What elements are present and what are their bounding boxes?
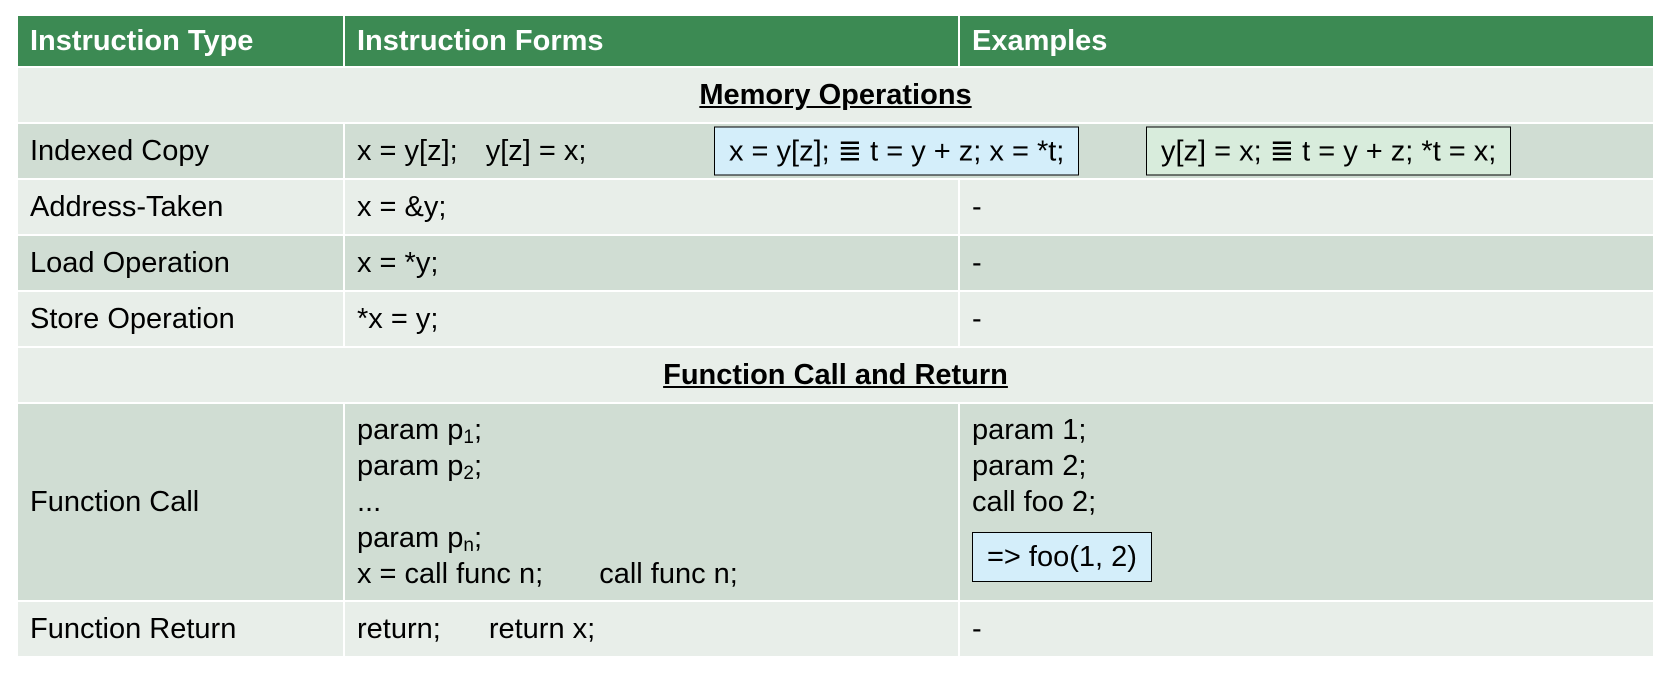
form-return-x: return x; bbox=[488, 612, 596, 645]
section-row-function: Function Call and Return bbox=[16, 346, 1653, 404]
example-function-return: - bbox=[958, 600, 1653, 658]
call-result-box: => foo(1, 2) bbox=[972, 532, 1152, 582]
example-store: - bbox=[958, 290, 1653, 348]
form-indexed-store: y[z] = x; bbox=[485, 134, 587, 167]
form-param-n: param pn; bbox=[357, 522, 483, 556]
form-return: return; bbox=[357, 612, 441, 645]
header-instruction-type: Instruction Type bbox=[16, 14, 345, 68]
form-ellipsis: ... bbox=[357, 486, 382, 518]
indexed-store-equivalence-box: y[z] = x; ≣ t = y + z; *t = x; bbox=[1146, 126, 1512, 176]
instruction-table: Instruction Type Instruction Forms Examp… bbox=[16, 14, 1653, 658]
form-address-taken: x = &y; bbox=[343, 178, 960, 236]
table-row-function-return: Function Return return; return x; - bbox=[16, 600, 1653, 658]
type-address-taken: Address-Taken bbox=[16, 178, 345, 236]
form-call-assign: x = call func n; bbox=[357, 558, 544, 590]
type-store: Store Operation bbox=[16, 290, 345, 348]
example-param-1: param 1; bbox=[972, 414, 1087, 446]
type-function-return: Function Return bbox=[16, 600, 345, 658]
examples-function-call: param 1; param 2; call foo 2; => foo(1, … bbox=[958, 402, 1653, 602]
example-call: call foo 2; bbox=[972, 486, 1097, 518]
forms-function-return: return; return x; bbox=[343, 600, 960, 658]
forms-indexed-copy: x = y[z]; y[z] = x; x = y[z]; ≣ t = y + z… bbox=[343, 122, 1653, 180]
section-heading-function: Function Call and Return bbox=[16, 346, 1653, 404]
form-store: *x = y; bbox=[343, 290, 960, 348]
section-heading-memory: Memory Operations bbox=[16, 66, 1653, 124]
header-row: Instruction Type Instruction Forms Examp… bbox=[16, 14, 1653, 68]
table-row-function-call: Function Call param p1; param p2; ... pa… bbox=[16, 402, 1653, 602]
form-call-lines: x = call func n; call func n; bbox=[357, 556, 958, 592]
type-load: Load Operation bbox=[16, 234, 345, 292]
example-load: - bbox=[958, 234, 1653, 292]
table-row-address-taken: Address-Taken x = &y; - bbox=[16, 178, 1653, 236]
form-param-2: param p2; bbox=[357, 450, 483, 484]
type-function-call: Function Call bbox=[16, 402, 345, 602]
example-param-2: param 2; bbox=[972, 450, 1087, 482]
header-examples: Examples bbox=[958, 14, 1653, 68]
form-indexed-load: x = y[z]; bbox=[357, 134, 458, 167]
form-call: call func n; bbox=[599, 558, 738, 590]
section-row-memory: Memory Operations bbox=[16, 66, 1653, 124]
table-row-store: Store Operation *x = y; - bbox=[16, 290, 1653, 348]
form-param-1: param p1; bbox=[357, 414, 483, 448]
forms-function-call: param p1; param p2; ... param pn; x = ca… bbox=[343, 402, 960, 602]
header-instruction-forms: Instruction Forms bbox=[343, 14, 960, 68]
type-indexed-copy: Indexed Copy bbox=[16, 122, 345, 180]
table-row-load: Load Operation x = *y; - bbox=[16, 234, 1653, 292]
form-load: x = *y; bbox=[343, 234, 960, 292]
table-row-indexed-copy: Indexed Copy x = y[z]; y[z] = x; x = y[z]… bbox=[16, 122, 1653, 180]
indexed-load-equivalence-box: x = y[z]; ≣ t = y + z; x = *t; bbox=[714, 126, 1080, 176]
example-address-taken: - bbox=[958, 178, 1653, 236]
